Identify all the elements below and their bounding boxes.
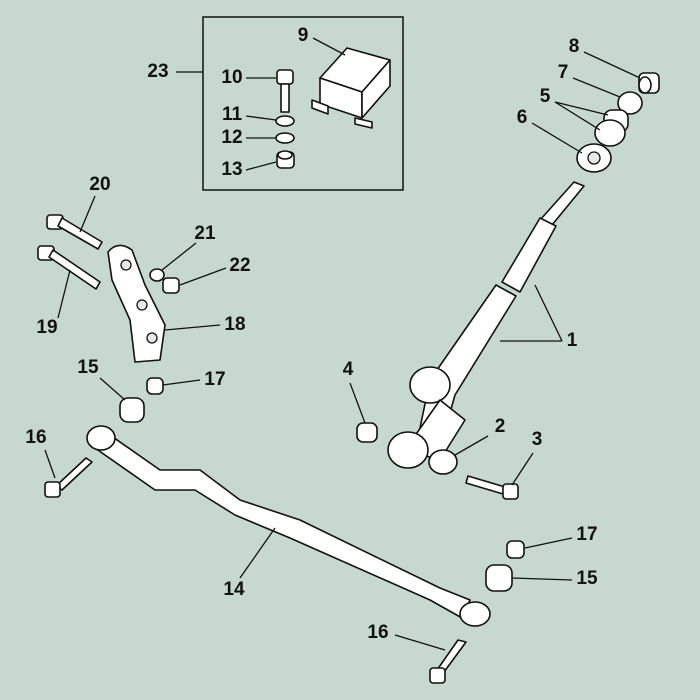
part-12-washer	[275, 132, 295, 144]
part-5-bushings	[594, 109, 629, 147]
callout-8: 8	[569, 36, 580, 57]
part-11-washer	[275, 115, 295, 127]
callout-15-right: 15	[576, 568, 598, 589]
callout-3: 3	[532, 429, 543, 450]
callout-22: 22	[229, 255, 250, 276]
part-22-nut	[162, 277, 180, 294]
part-13-nut	[276, 150, 295, 169]
callout-11: 11	[222, 104, 243, 125]
part-16-bolt-left	[44, 457, 93, 498]
part-14-rod	[86, 425, 491, 627]
part-7-washer	[617, 91, 643, 115]
part-10-bolt	[276, 69, 294, 113]
callout-16-right: 16	[367, 622, 388, 643]
callout-9: 9	[298, 25, 309, 46]
leader-lines	[44, 37, 641, 651]
callout-18: 18	[224, 314, 245, 335]
callout-15-left: 15	[77, 357, 99, 378]
part-20-bolt	[46, 214, 103, 250]
part-6-washer	[576, 143, 612, 173]
part-3-bolt	[465, 475, 519, 500]
part-17-bush-right	[506, 540, 525, 559]
callout-5: 5	[540, 86, 551, 107]
callout-16-left: 16	[25, 427, 46, 448]
part-17-bush-left	[146, 377, 164, 395]
part-9-mount	[311, 47, 391, 129]
part-21-washer	[149, 268, 165, 282]
callout-7: 7	[558, 62, 569, 83]
callout-4: 4	[343, 359, 354, 380]
part-18-bracket	[107, 244, 166, 363]
callout-19: 19	[36, 317, 57, 338]
callout-17-left: 17	[204, 369, 225, 390]
callout-23: 23	[147, 61, 168, 82]
part-15-bush-left	[119, 397, 145, 423]
inset-box	[202, 16, 404, 191]
callout-17-right: 17	[576, 524, 597, 545]
callout-21: 21	[194, 223, 216, 244]
callout-6: 6	[517, 107, 528, 128]
callout-12: 12	[221, 127, 242, 148]
callout-13: 13	[221, 159, 242, 180]
callout-14: 14	[223, 579, 245, 600]
part-4-bush	[356, 422, 378, 443]
callout-20: 20	[89, 174, 110, 195]
part-2-bush	[428, 449, 458, 475]
callout-1: 1	[567, 330, 578, 351]
part-8-nut	[638, 72, 660, 94]
callout-2: 2	[495, 416, 506, 437]
callout-10: 10	[221, 67, 242, 88]
part-16-bolt-right	[429, 639, 467, 684]
part-19-bolt	[37, 245, 101, 290]
part-1-arm	[387, 181, 585, 469]
part-15-bush-right	[485, 564, 513, 592]
